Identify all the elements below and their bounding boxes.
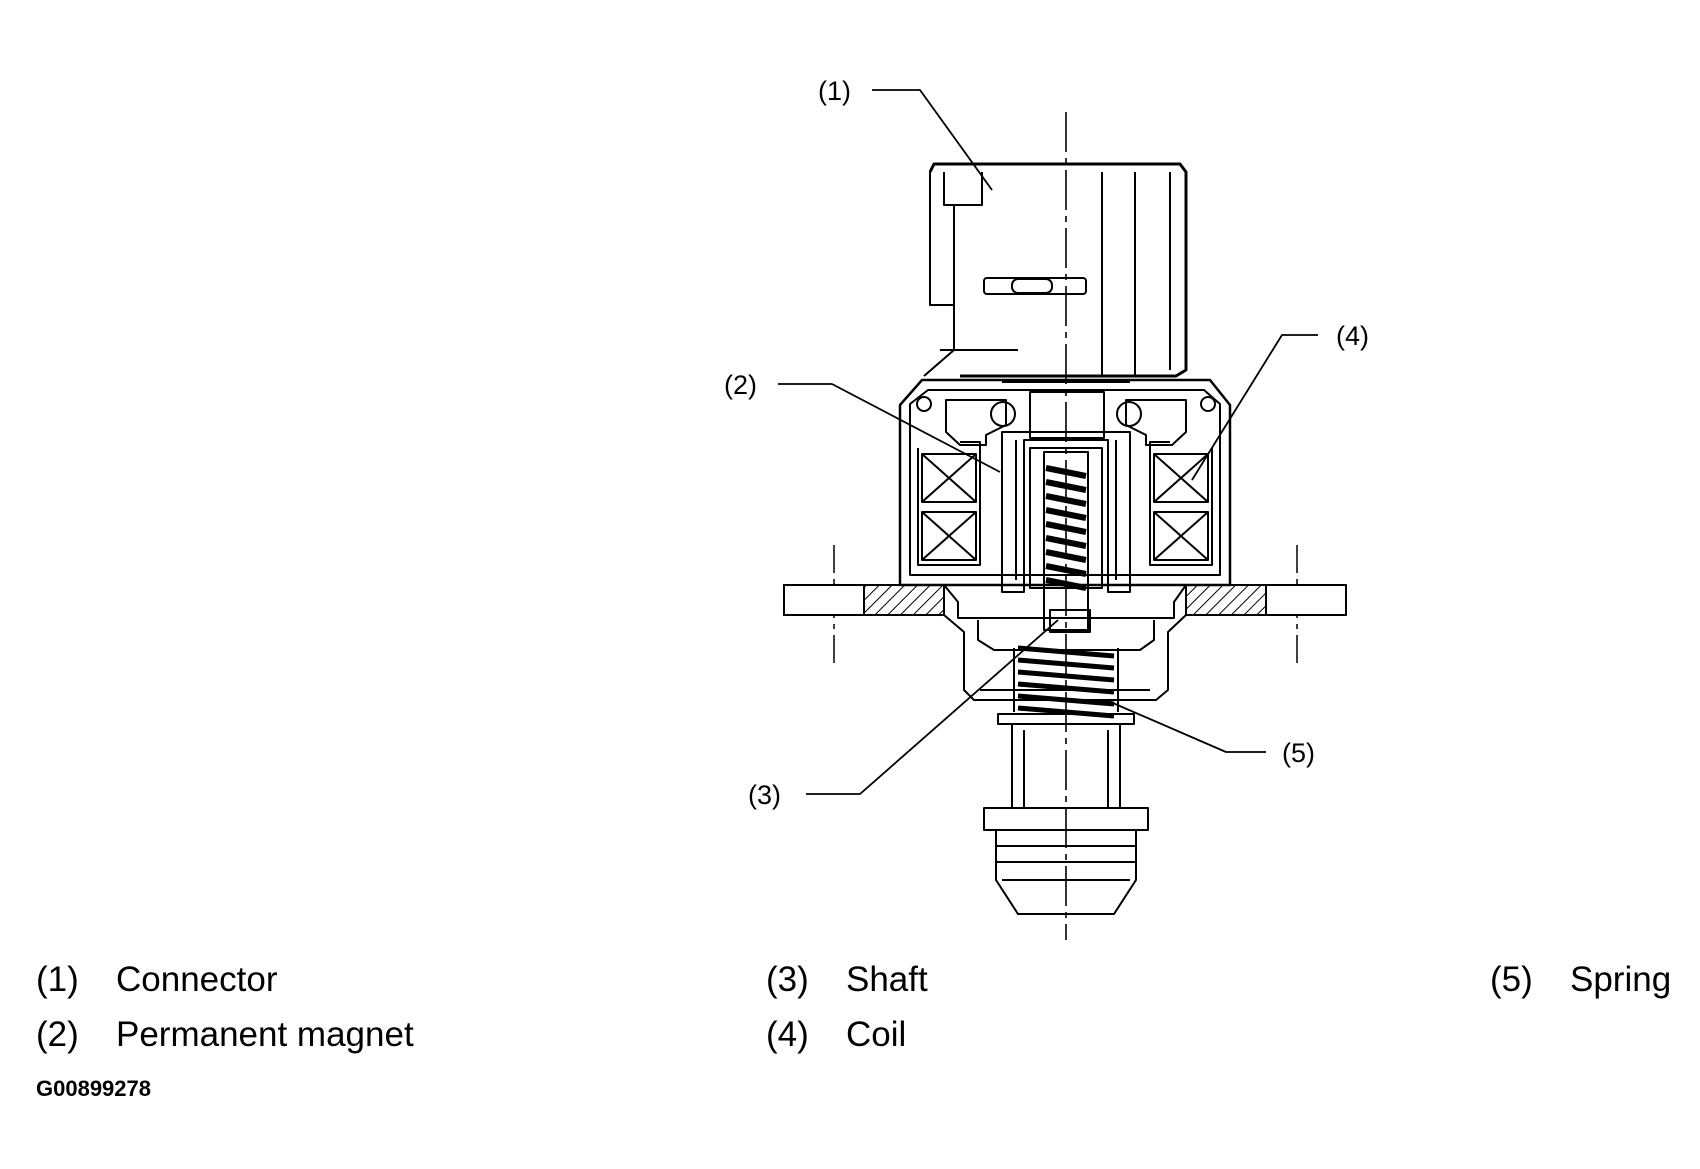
leader-lines (778, 89, 1318, 795)
legend-label: Coil (846, 1015, 907, 1054)
legend-number: (1) (36, 960, 79, 999)
callout-3: (3) (748, 780, 781, 810)
mounting-flange-part (783, 584, 1347, 701)
shaft-part (1043, 451, 1091, 633)
permanent-magnet-part (1001, 431, 1131, 593)
callout-4: (4) (1336, 321, 1369, 351)
legend-number: (5) (1490, 960, 1533, 999)
connector-part (923, 162, 1188, 378)
legend-label: Shaft (846, 960, 928, 999)
coil-part (917, 441, 1213, 566)
legend-label: Permanent magnet (116, 1015, 414, 1054)
figure-id: G00899278 (36, 1076, 151, 1101)
callout-5: (5) (1282, 738, 1315, 768)
legend-label: Spring (1570, 960, 1672, 999)
spring-part (997, 645, 1135, 725)
legend-number: (2) (36, 1015, 79, 1054)
valve-head-part (983, 724, 1149, 915)
legend-number: (3) (766, 960, 809, 999)
callout-1: (1) (818, 76, 851, 106)
legend-number: (4) (766, 1015, 809, 1054)
callout-2: (2) (724, 370, 757, 400)
legend-label: Connector (116, 960, 278, 999)
